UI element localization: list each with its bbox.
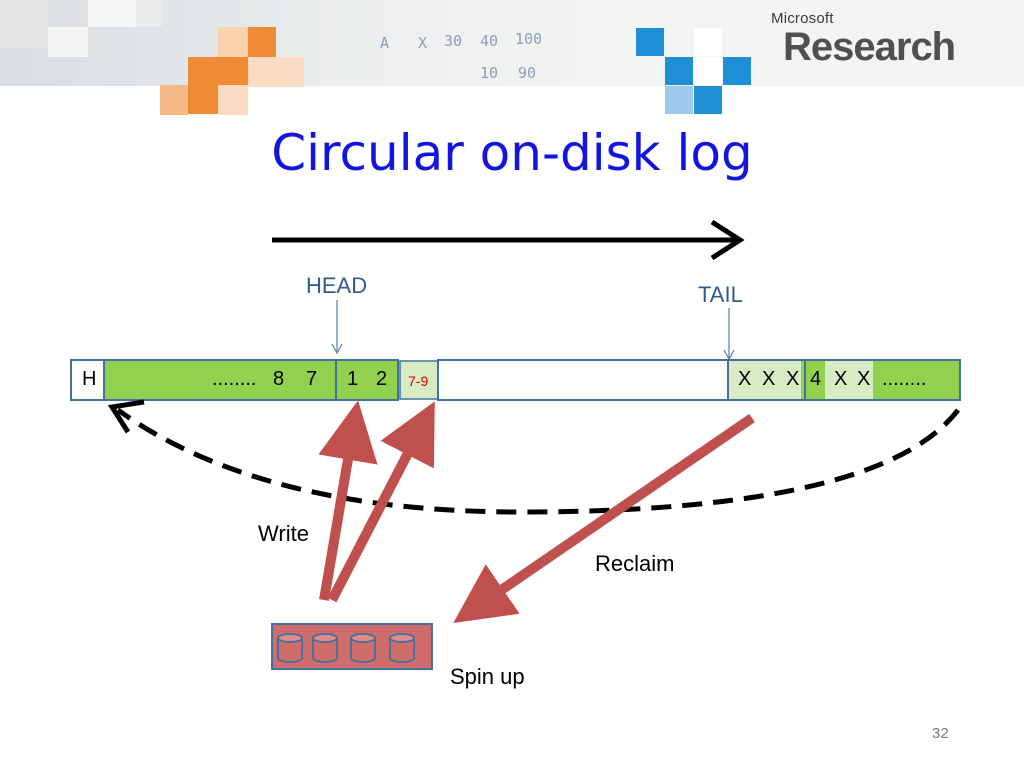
banner-tile-blue	[636, 28, 664, 56]
log-free-region	[437, 359, 729, 401]
write-arrow	[318, 400, 378, 601]
spin-up-label: Spin up	[450, 664, 525, 689]
banner-tile-orange	[248, 57, 304, 87]
dots-right: ........	[882, 368, 927, 390]
banner-tile-blue	[694, 28, 722, 56]
log-reclaimable-block	[825, 361, 873, 399]
tail-label: TAIL	[698, 282, 743, 307]
reclaim-arrow	[453, 413, 755, 623]
tail-seq-item: X	[762, 368, 776, 390]
banner-tile-blue	[694, 57, 722, 85]
log-reclaimable-block	[729, 361, 801, 399]
research-logo-text: Research	[783, 25, 956, 69]
banner-tile-blue	[723, 57, 751, 85]
tail-seq-item: X	[738, 368, 752, 390]
hand-note: A	[380, 34, 390, 52]
banner-tile-blue	[665, 86, 693, 114]
disk-icon	[277, 633, 303, 663]
banner-tile	[88, 0, 136, 27]
write-label: Write	[258, 521, 309, 546]
segment-8: 8	[273, 368, 285, 390]
banner-tile	[136, 0, 162, 27]
tail-seq-item: X	[786, 368, 800, 390]
hand-note: 90	[518, 64, 537, 82]
banner-background	[0, 0, 1024, 86]
handwritten-notes: A X 30 40 100 10 90	[330, 0, 610, 86]
tail-seq-item: X	[834, 368, 848, 390]
dots-left: ........	[212, 368, 257, 390]
header-cell-label: H	[82, 368, 97, 390]
segment-7-9-label: 7-9	[408, 373, 429, 389]
banner-tile-orange	[188, 57, 218, 114]
head-pointer-tip	[331, 343, 343, 355]
banner-tile-orange	[248, 27, 276, 57]
banner-tile-orange	[218, 57, 248, 87]
reclaim-label: Reclaim	[595, 551, 675, 576]
hand-note: 10	[480, 64, 499, 82]
banner-tile-orange	[218, 27, 248, 57]
microsoft-logo-text: Microsoft	[771, 10, 834, 27]
write-arrow	[327, 401, 435, 603]
banner-tile-orange	[160, 85, 188, 115]
banner-tile-orange	[218, 85, 248, 115]
wraparound-arrowhead	[107, 399, 145, 434]
hand-note: 40	[480, 32, 499, 50]
slide-title: Circular on-disk log	[271, 124, 753, 182]
hand-note: 100	[515, 30, 543, 48]
hand-note: X	[418, 34, 428, 52]
disk-icon	[389, 633, 415, 663]
page-number: 32	[932, 725, 949, 742]
hand-note: 30	[444, 32, 463, 50]
tail-seq-item: 4	[810, 368, 822, 390]
log-segment-1-2	[335, 359, 399, 401]
head-label: HEAD	[306, 273, 368, 298]
disk-icon	[350, 633, 376, 663]
direction-arrow-head	[710, 219, 745, 261]
banner-tile	[48, 27, 88, 57]
disk-icon	[312, 633, 338, 663]
tail-seq-item: X	[857, 368, 871, 390]
banner-tile	[0, 0, 48, 48]
banner: A X 30 40 100 10 90 Microsoft Research	[0, 0, 1024, 115]
segment-1: 1	[347, 368, 359, 390]
wraparound-arc	[116, 407, 960, 515]
segment-7: 7	[306, 368, 318, 390]
segment-2: 2	[376, 368, 388, 390]
banner-tile-blue	[665, 57, 693, 85]
banner-tile-blue	[694, 86, 722, 114]
